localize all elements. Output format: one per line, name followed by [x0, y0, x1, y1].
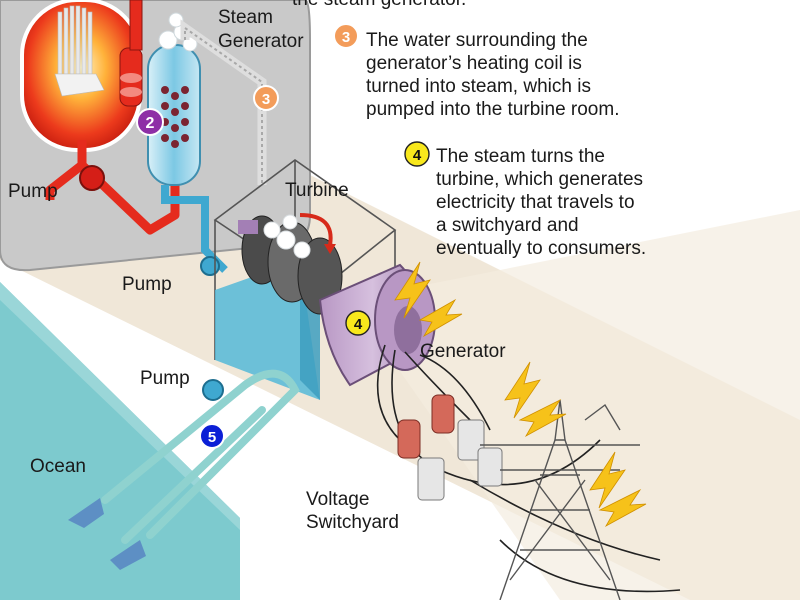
rotation-arrow	[299, 213, 333, 246]
label-pump-secondary: Pump	[122, 274, 172, 295]
secondary-pump	[200, 256, 220, 276]
step3-line1: The water surrounding the	[366, 30, 588, 51]
switchgear	[417, 419, 503, 501]
step4-line3: electricity that travels to	[436, 192, 635, 213]
badge-4-text-label: 4	[413, 147, 422, 164]
transmission-tower	[480, 399, 640, 600]
transformer-left	[397, 394, 455, 459]
label-ocean: Ocean	[30, 456, 86, 477]
badge-2-label: 2	[146, 115, 155, 132]
step3-line2: generator’s heating coil is	[366, 53, 582, 74]
step3-line3: turned into steam, which is	[366, 76, 591, 97]
label-steam-generator-2: Generator	[218, 31, 304, 52]
outflow-arrow	[68, 498, 104, 528]
step4-line2: turbine, which generates	[436, 169, 644, 190]
cooling-pipes	[101, 369, 300, 544]
step4-line1: The steam turns the	[436, 146, 605, 167]
heating-coil	[161, 86, 189, 148]
electricity-sparks	[394, 261, 647, 528]
step3-line4: pumped into the turbine room.	[366, 99, 620, 120]
badge-4-diagram-label: 4	[354, 316, 363, 333]
step4-line4: a switchyard and	[436, 215, 579, 236]
label-generator: Generator	[420, 341, 506, 362]
badge-3-text: 3	[333, 23, 359, 49]
badge-3-diagram-label: 3	[262, 91, 270, 108]
label-pump-primary: Pump	[8, 181, 58, 202]
header-fragment: the steam generator.	[292, 0, 466, 11]
label-steam-generator-1: Steam	[218, 7, 273, 28]
badge-2: 2	[136, 108, 164, 136]
label-turbine: Turbine	[285, 180, 349, 201]
step4-line5: eventually to consumers.	[436, 238, 647, 259]
label-pump-cooling: Pump	[140, 368, 190, 389]
badge-3-text-label: 3	[342, 29, 350, 46]
ocean-water	[0, 282, 240, 600]
inflow-arrow	[110, 540, 146, 570]
badge-4-text: 4	[404, 141, 430, 167]
primary-pump	[79, 165, 105, 191]
badge-5: 5	[199, 423, 225, 449]
badge-4-diagram: 4	[345, 310, 371, 336]
badge-5-label: 5	[208, 429, 216, 446]
label-switchyard-2: Switchyard	[306, 512, 399, 533]
ground-band-right	[350, 210, 800, 600]
cooling-pump	[202, 379, 224, 401]
badge-3-diagram: 3	[253, 85, 279, 111]
label-switchyard-1: Voltage	[306, 489, 370, 510]
fuel-rods	[54, 5, 105, 97]
